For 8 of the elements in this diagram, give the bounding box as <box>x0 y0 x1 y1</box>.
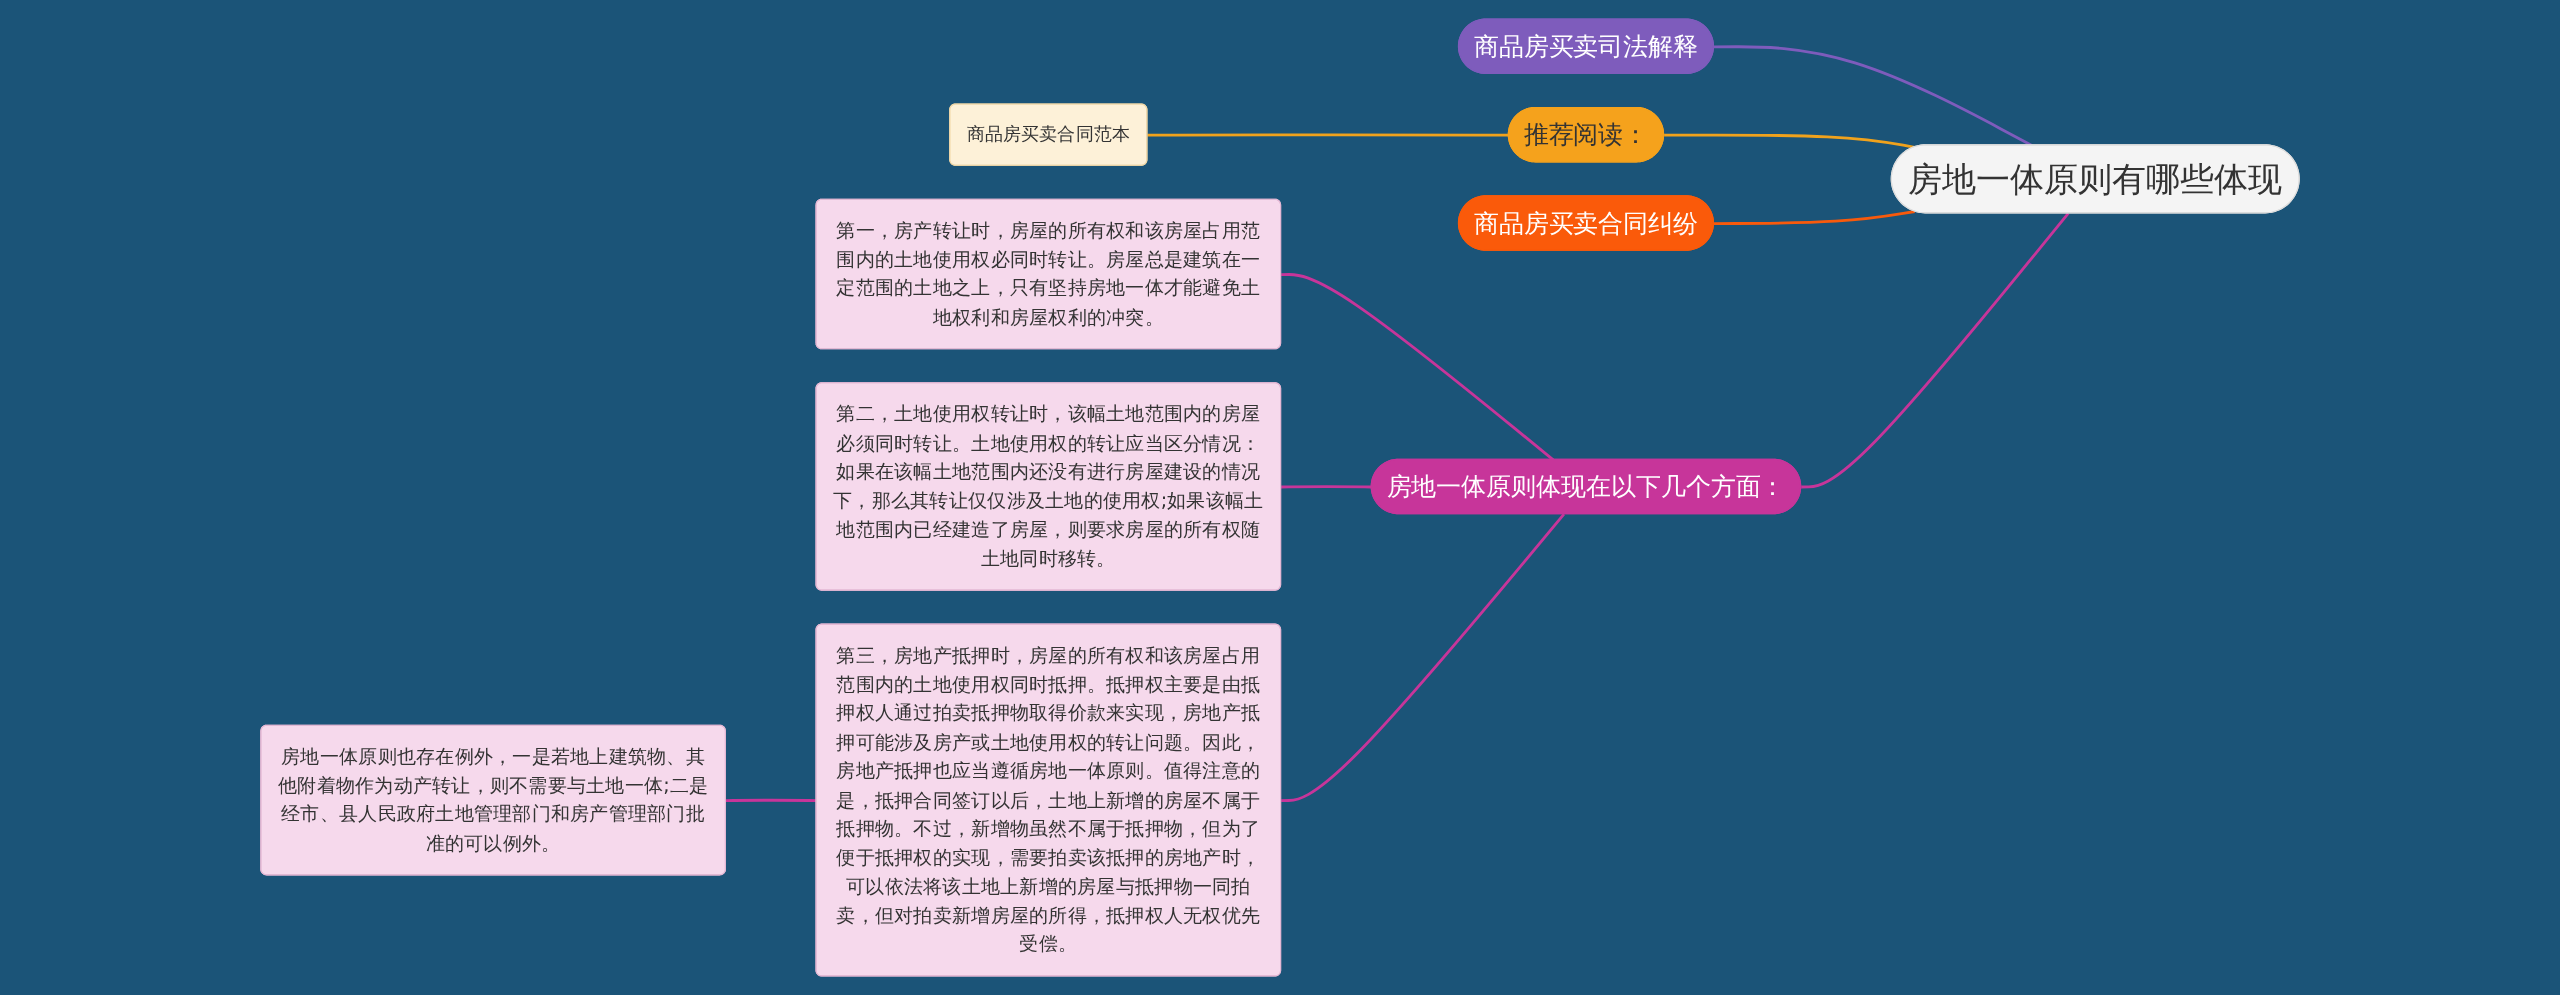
connector <box>1281 513 1566 802</box>
connector <box>1664 133 1915 149</box>
connector <box>1281 273 1555 461</box>
connector <box>1801 212 2070 489</box>
connector <box>1281 485 1372 489</box>
connector <box>1713 210 1915 225</box>
connector <box>725 798 817 802</box>
connector <box>1147 133 1509 137</box>
